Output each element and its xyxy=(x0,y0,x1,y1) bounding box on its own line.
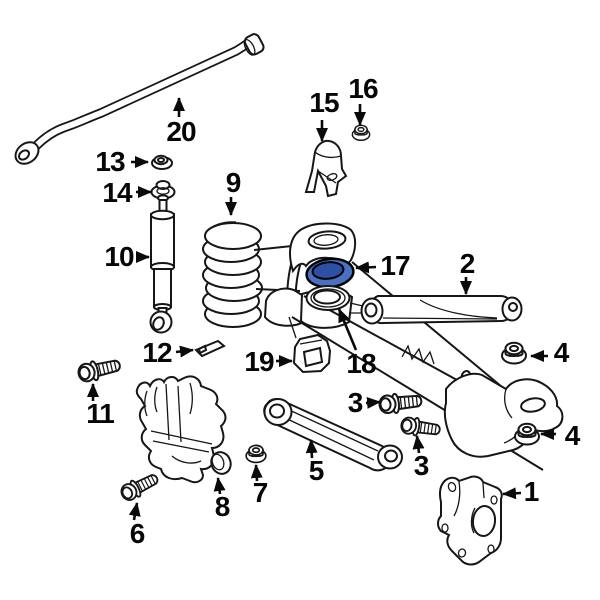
part-7-nut xyxy=(245,444,267,464)
callout-arrow-3-2 xyxy=(365,396,381,409)
part-4-nut-b xyxy=(514,422,540,446)
part-16-nut xyxy=(351,124,371,141)
part-1-steering-knuckle xyxy=(437,475,503,566)
part-20-stabilizer-bar xyxy=(14,33,265,165)
part-5-lower-control-arm xyxy=(263,398,403,472)
mounting-bracket xyxy=(135,375,227,484)
callout-arrow-18-19 xyxy=(337,308,358,351)
callout-arrow-1-0 xyxy=(502,487,522,500)
part-10-shock-absorber xyxy=(149,199,175,334)
part-15-bracket xyxy=(304,139,348,198)
part-2-upper-control-arm xyxy=(360,295,523,325)
part-18-spring-seat xyxy=(305,285,351,311)
part-14-retainer xyxy=(150,180,176,202)
callout-arrow-12-13 xyxy=(175,345,194,358)
part-11-bolt xyxy=(75,354,123,385)
callout-arrow-3-3 xyxy=(412,435,425,454)
part-4-nut-a xyxy=(501,341,527,365)
part-8-cap xyxy=(210,451,232,475)
callout-arrow-5-6 xyxy=(305,439,318,459)
callout-arrow-17-18 xyxy=(355,261,377,274)
part-9-coil-spring xyxy=(202,221,263,328)
callout-arrow-8-9 xyxy=(213,477,226,495)
part-6-bolt xyxy=(117,469,162,505)
part-13-nut xyxy=(151,154,173,170)
part-12-shim xyxy=(194,339,226,358)
callout-arrow-6-7 xyxy=(128,502,141,521)
frame-bracket xyxy=(443,372,564,458)
part-3-bolt-b xyxy=(399,414,442,440)
part-19-bracket xyxy=(292,333,332,374)
part-3-bolt-a xyxy=(377,390,424,416)
callout-arrows xyxy=(87,97,556,521)
callout-arrow-7-8 xyxy=(250,464,263,482)
